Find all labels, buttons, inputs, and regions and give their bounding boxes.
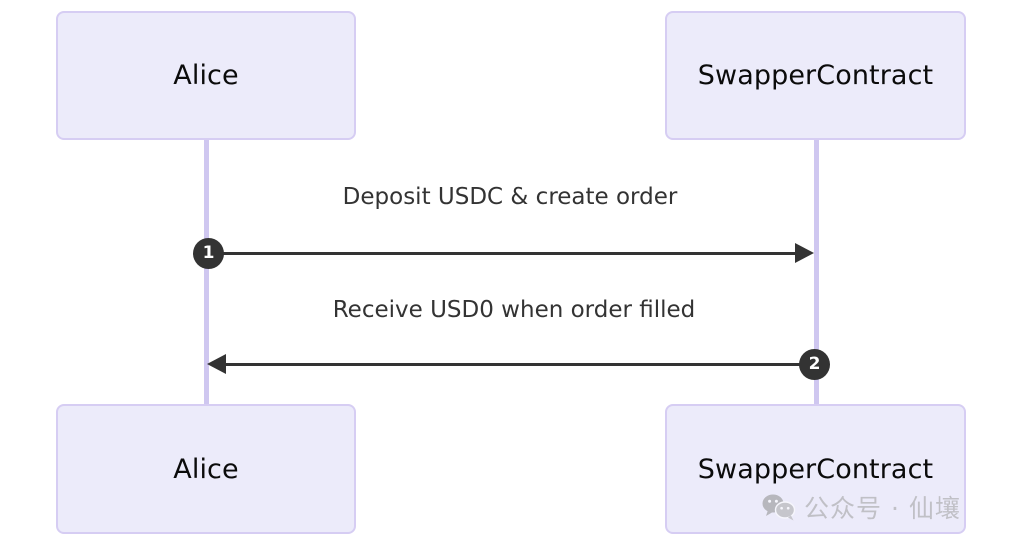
- actor-box-swappercontract-top[interactable]: SwapperContract: [665, 11, 966, 140]
- message-2-line: [226, 363, 815, 366]
- sequence-badge-2-number: 2: [808, 354, 821, 374]
- actor-box-alice-top[interactable]: Alice: [56, 11, 356, 140]
- actor-label-swappercontract-top: SwapperContract: [697, 60, 934, 91]
- message-1-label: Deposit USDC & create order: [342, 184, 678, 210]
- actor-label-swappercontract-bottom: SwapperContract: [697, 453, 934, 485]
- sequence-badge-1-number: 1: [202, 243, 215, 263]
- message-1-arrowhead-icon: [795, 243, 814, 263]
- actor-label-alice-top: Alice: [173, 60, 239, 91]
- actor-box-swappercontract-bottom[interactable]: SwapperContract: [665, 404, 966, 534]
- sequence-badge-2[interactable]: 2: [799, 349, 830, 380]
- actor-label-alice-bottom: Alice: [173, 453, 239, 485]
- message-2-label: Receive USD0 when order filled: [332, 297, 696, 323]
- message-1-line: [209, 252, 795, 255]
- actor-box-alice-bottom[interactable]: Alice: [56, 404, 356, 534]
- lifeline-alice: [204, 140, 209, 405]
- sequence-badge-1[interactable]: 1: [193, 238, 224, 269]
- lifeline-swappercontract: [814, 140, 819, 405]
- message-2-arrowhead-icon: [207, 354, 226, 374]
